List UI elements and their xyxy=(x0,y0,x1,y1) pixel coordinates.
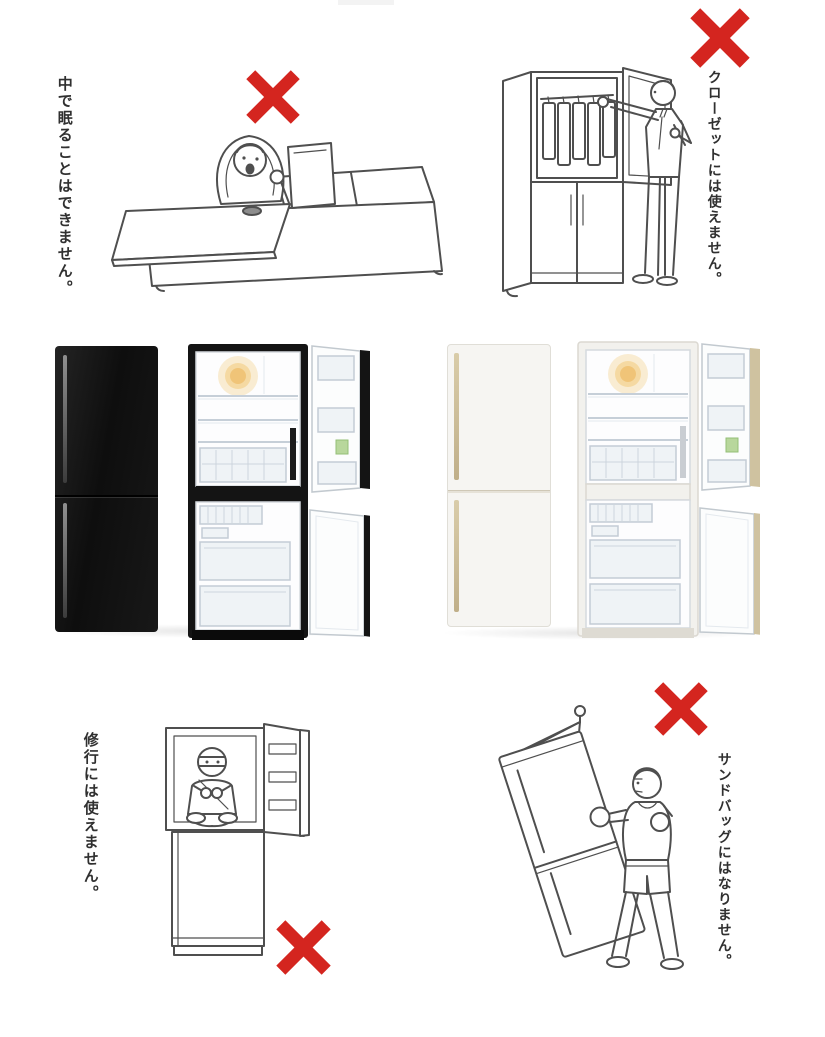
prohibited-x-icon xyxy=(276,920,331,975)
door-handle xyxy=(454,353,459,480)
door-handle xyxy=(63,503,67,618)
cropped-image-remnant xyxy=(338,0,394,5)
sleeper-hand xyxy=(269,169,285,185)
open-door xyxy=(263,723,305,837)
caption-closet: クローゼットには使えません。 xyxy=(705,70,722,287)
door-bin xyxy=(317,461,357,485)
chest-freezer-sleeper-illustration xyxy=(111,135,443,292)
man-figure xyxy=(597,80,692,286)
icemaker xyxy=(589,503,653,523)
caption-training: 修行には使えません。 xyxy=(81,732,100,902)
hanging-fridge xyxy=(498,730,646,958)
freezer-drawer xyxy=(589,583,681,625)
prohibited-x-icon xyxy=(654,682,708,736)
door-bin xyxy=(707,405,745,431)
black-refrigerator-closed-photo xyxy=(55,346,158,632)
boxer-punching-fridge-illustration xyxy=(498,705,684,970)
door-split-line xyxy=(448,491,550,494)
energy-sticker xyxy=(725,437,739,453)
fridge-as-closet-illustration xyxy=(502,67,692,298)
black-refrigerator-open-photo xyxy=(188,344,370,640)
white-refrigerator-closed-photo xyxy=(447,344,551,627)
boxer-figure xyxy=(589,767,684,970)
door-bin xyxy=(317,407,355,433)
door-bin xyxy=(707,353,745,379)
energy-sticker xyxy=(335,439,349,455)
yawning-mouth xyxy=(245,163,255,175)
caption-sleeping: 中で眠ることはできません。 xyxy=(55,76,74,297)
door-bin xyxy=(707,459,747,483)
open-freezer-door xyxy=(309,509,365,637)
caption-sandbag: サンドバッグにはなりません。 xyxy=(715,752,732,969)
hanging-clothes xyxy=(542,94,616,166)
prohibited-x-icon xyxy=(246,70,300,124)
door-handle xyxy=(454,499,459,612)
boxing-glove xyxy=(650,812,670,832)
door-bin xyxy=(317,355,355,381)
open-freezer-door xyxy=(699,507,755,635)
ninja-figure xyxy=(186,747,238,828)
prohibited-x-icon xyxy=(690,8,750,68)
door-split-line xyxy=(55,494,158,497)
white-refrigerator-open-photo xyxy=(577,341,760,638)
boxing-glove xyxy=(589,806,611,828)
door-handle xyxy=(63,354,67,484)
ninja-in-fridge-illustration xyxy=(165,723,310,956)
icemaker xyxy=(199,505,263,525)
hanging-hook xyxy=(574,705,586,717)
freezer-drawer xyxy=(199,585,291,627)
